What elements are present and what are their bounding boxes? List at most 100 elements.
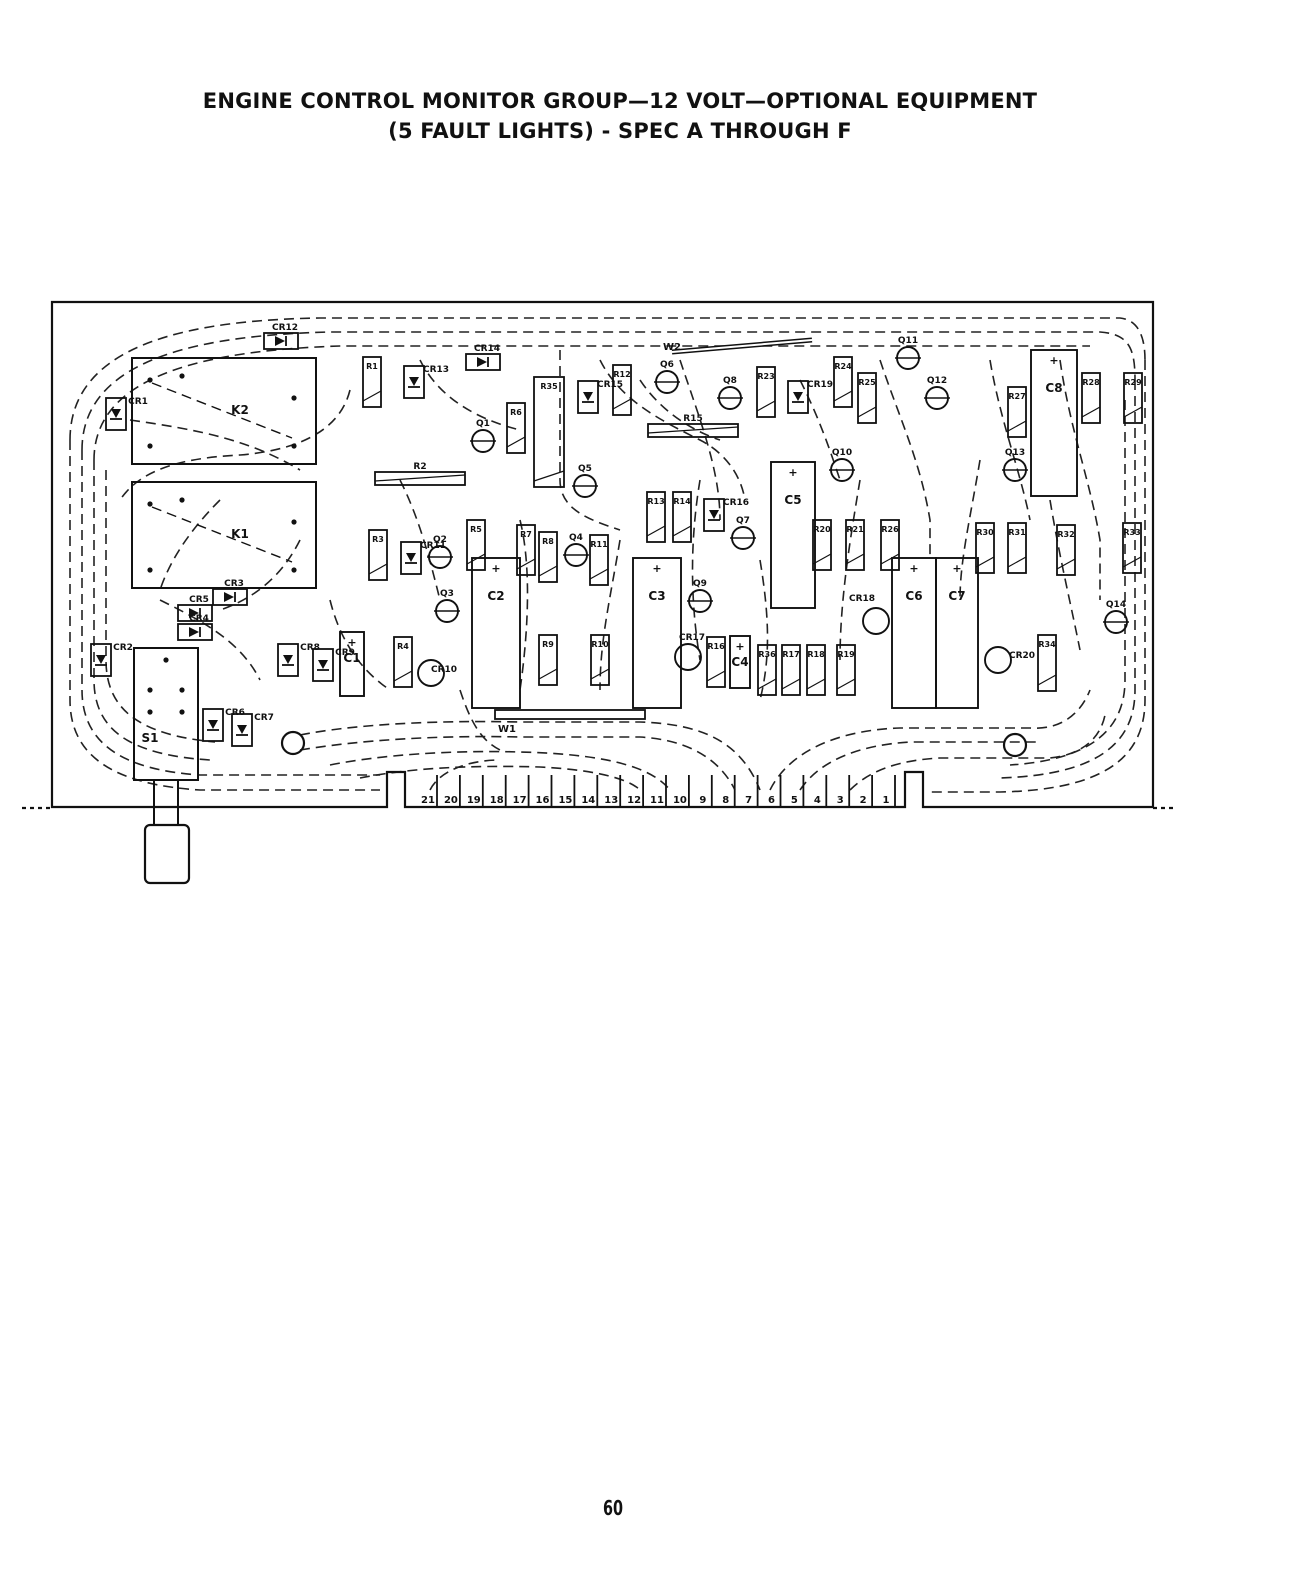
edge-pin-10: 10 <box>673 775 690 806</box>
diode-label: CR6 <box>225 708 245 718</box>
resistor-label: R13 <box>647 497 664 506</box>
transistor-label: Q14 <box>1106 600 1126 610</box>
edge-pin-label: 10 <box>673 795 687 806</box>
resistor-label: R8 <box>542 537 554 546</box>
edge-pin-3: 3 <box>837 775 851 806</box>
edge-pin-16: 16 <box>536 775 553 806</box>
copper-trace <box>159 599 261 681</box>
resistor-label: R35 <box>540 382 558 391</box>
resistor-r13: R13 <box>646 491 666 543</box>
resistor-r16: R16 <box>706 636 726 688</box>
copper-trace <box>105 470 216 743</box>
resistor-label: R36 <box>758 650 776 659</box>
copper-trace <box>219 539 301 611</box>
semiconductor-body <box>862 607 890 635</box>
copper-trace <box>69 317 1146 441</box>
wire-w1: W1 <box>494 709 646 735</box>
copper-trace <box>119 389 351 501</box>
switch-label: S1 <box>142 731 159 745</box>
edge-pin-label: 1 <box>883 795 890 806</box>
transistor-q7: Q7 <box>730 516 756 550</box>
edge-pin-13: 13 <box>604 775 622 806</box>
resistor-label: R11 <box>590 540 608 549</box>
edge-pin-label: 21 <box>421 795 435 806</box>
resistor-label: R20 <box>813 525 831 534</box>
resistor-label: R19 <box>837 650 855 659</box>
resistor-label: R29 <box>1124 378 1142 387</box>
transistor-label: Q11 <box>898 336 918 346</box>
semiconductor-body <box>984 646 1012 674</box>
resistor-r18: R18 <box>806 644 826 696</box>
diode-cr12: CR12 <box>263 323 299 350</box>
capacitor-label: C2 <box>487 589 504 603</box>
copper-trace <box>691 479 701 661</box>
resistor-label: R18 <box>807 650 825 659</box>
capacitor-label: C4 <box>731 655 748 669</box>
polarity-mark: + <box>952 562 961 575</box>
transistor-label: Q9 <box>693 579 707 589</box>
edge-pin-5: 5 <box>791 775 805 806</box>
edge-pin-12: 12 <box>627 775 644 806</box>
diode-cr18: CR18 <box>849 594 875 604</box>
copper-trace <box>599 359 746 501</box>
copper-trace <box>930 360 1146 793</box>
edge-pin-2: 2 <box>860 775 873 806</box>
resistor-label: R34 <box>1038 640 1056 649</box>
diode-label: CR9 <box>335 648 355 658</box>
diode-cr9: CR9 <box>312 648 355 682</box>
edge-pin-label: 15 <box>558 795 572 806</box>
copper-trace <box>1009 400 1126 766</box>
diode-cr7: CR7 <box>231 713 274 747</box>
copper-trace <box>759 559 769 701</box>
copper-trace <box>299 720 761 791</box>
edge-pin-18: 18 <box>490 775 507 806</box>
capacitor-c4: + C4 <box>729 635 751 689</box>
copper-trace <box>81 450 380 776</box>
resistor-r35: R35 <box>533 376 565 488</box>
resistor-r33: R33 <box>1122 522 1142 574</box>
resistor-r25: R25 <box>857 372 877 424</box>
resistor-label: R3 <box>372 535 384 544</box>
resistor-label: R17 <box>782 650 799 659</box>
diode-label: CR4 <box>189 614 209 624</box>
edge-pin-15: 15 <box>558 775 576 806</box>
resistor-r27: R27 <box>1007 386 1027 438</box>
resistor-r34: R34 <box>1037 634 1057 692</box>
resistor-r11: R11 <box>589 534 609 586</box>
diode-label: CR17 <box>679 633 705 643</box>
transistor-label: Q3 <box>440 589 454 599</box>
resistor-r1: R1 <box>362 356 382 408</box>
transistor-label: Q13 <box>1005 448 1025 458</box>
copper-trace <box>93 345 1090 461</box>
resistor-label: R12 <box>613 370 630 379</box>
wire-w2: W2 <box>663 337 813 355</box>
capacitor-c6: +C6 <box>891 557 937 709</box>
resistor-r20: R20 <box>812 519 832 571</box>
polarity-mark: + <box>735 640 744 653</box>
page-number: 60 <box>602 1496 624 1520</box>
resistor-r15: R15 <box>647 414 739 438</box>
edge-pin-1: 1 <box>883 775 896 806</box>
edge-pin-label: 19 <box>467 795 481 806</box>
edge-pin-label: 11 <box>650 795 664 806</box>
diode-label: CR7 <box>254 713 274 723</box>
resistor-r23: R23 <box>756 366 776 418</box>
diode-label: CR2 <box>113 643 133 653</box>
edge-pin-8: 8 <box>722 775 736 806</box>
edge-pin-6: 6 <box>768 775 782 806</box>
diode-label: CR1 <box>128 397 148 407</box>
transistor-label: Q4 <box>569 533 583 543</box>
title-line-1: ENGINE CONTROL MONITOR GROUP—12 VOLT—OPT… <box>202 89 1038 113</box>
diode-cr5: CR5 <box>177 595 213 622</box>
diode-label: CR11 <box>420 541 446 551</box>
capacitor-label: C6 <box>905 589 922 603</box>
resistor-label: R27 <box>1008 392 1025 401</box>
resistor-r8: R8 <box>538 531 558 583</box>
resistor-r19: R19 <box>836 644 856 696</box>
diode-label: CR15 <box>597 380 623 390</box>
transistor-label: Q8 <box>723 376 737 386</box>
diode-cr2: CR2 <box>90 643 133 677</box>
capacitor-c3: +C3 <box>632 557 682 709</box>
polarity-mark: + <box>491 562 500 575</box>
